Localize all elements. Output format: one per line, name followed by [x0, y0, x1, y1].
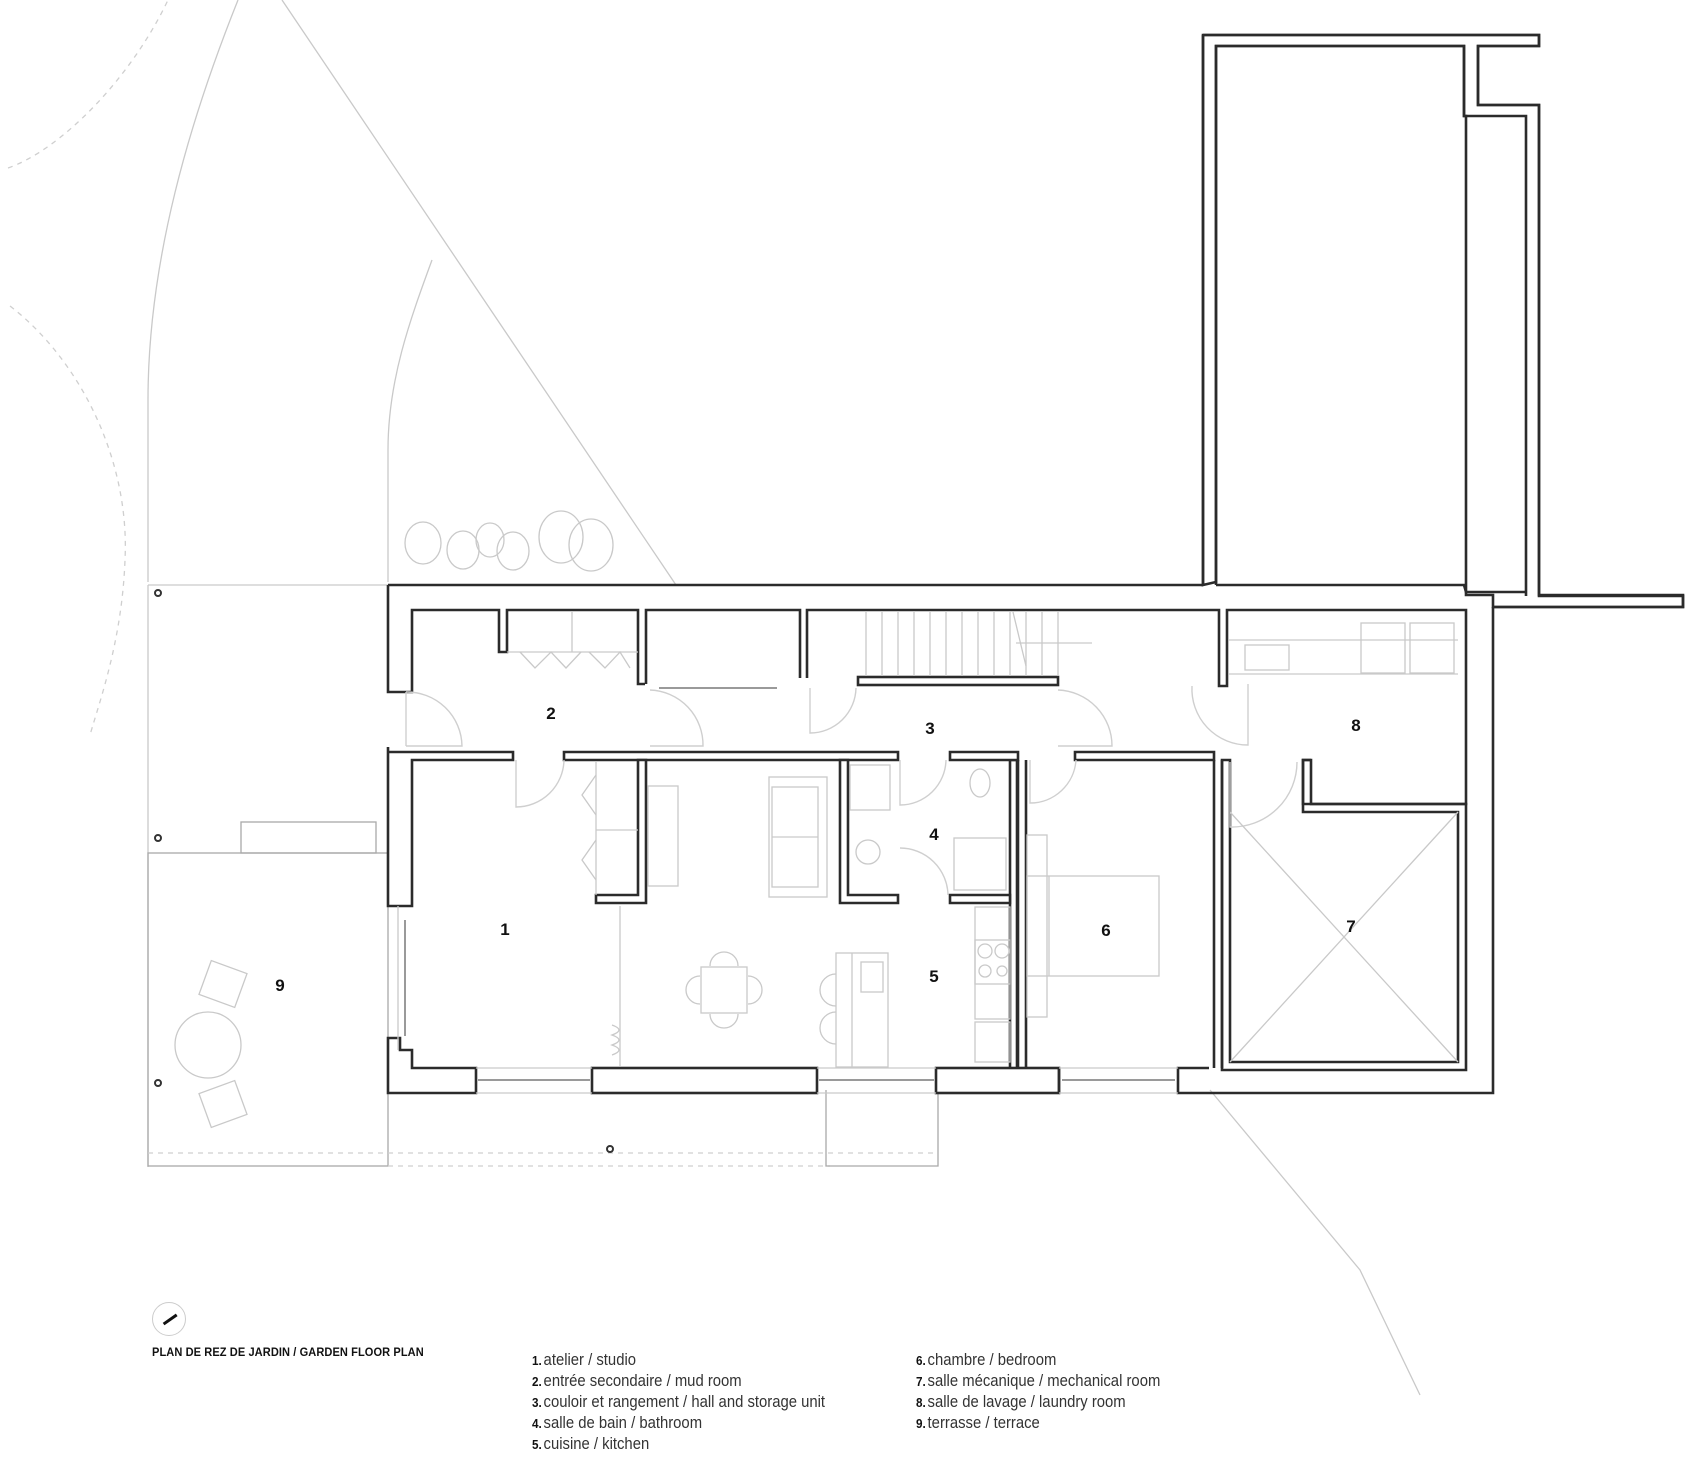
terrace-furniture	[174, 959, 248, 1129]
legend-item: 5.cuisine / kitchen	[532, 1434, 825, 1455]
plan-title: PLAN DE REZ DE JARDIN / GARDEN FLOOR PLA…	[152, 1345, 424, 1359]
room-label-7: 7	[1346, 917, 1356, 936]
legend-item: 8.salle de lavage / laundry room	[916, 1392, 1160, 1413]
room-label-9: 9	[275, 976, 285, 995]
room-label-4: 4	[929, 825, 939, 844]
furniture	[507, 612, 1459, 1068]
legend-item: 9.terrasse / terrace	[916, 1413, 1160, 1434]
room-label-2: 2	[546, 704, 556, 723]
room-label-8: 8	[1351, 716, 1361, 735]
staircase	[865, 611, 1092, 676]
main-walls	[386, 583, 1526, 1095]
room-label-1: 1	[500, 920, 510, 939]
site-post	[154, 589, 162, 597]
legend-label: cuisine / kitchen	[543, 1435, 650, 1453]
legend-item: 2.entrée secondaire / mud room	[532, 1371, 825, 1392]
legend-number: 5.	[532, 1437, 542, 1452]
legend-item: 6.chambre / bedroom	[916, 1350, 1160, 1371]
legend-number: 3.	[532, 1395, 542, 1410]
legend-number: 1.	[532, 1353, 542, 1368]
north-arrow-icon	[152, 1302, 186, 1336]
door-swings	[405, 684, 1298, 896]
legend-right-column: 6.chambre / bedroom 7.salle mécanique / …	[916, 1350, 1187, 1434]
legend-item: 4.salle de bain / bathroom	[532, 1413, 825, 1434]
room-label-6: 6	[1101, 921, 1111, 940]
room-label-3: 3	[925, 719, 935, 738]
site-landscape	[7, 0, 1421, 1396]
room-label-5: 5	[929, 967, 939, 986]
windows	[397, 687, 1178, 1094]
legend-label: chambre / bedroom	[927, 1351, 1057, 1369]
legend-number: 2.	[532, 1374, 542, 1389]
legend-number: 4.	[532, 1416, 542, 1431]
site-post	[606, 1145, 614, 1153]
legend-item: 1.atelier / studio	[532, 1350, 825, 1371]
legend-label: atelier / studio	[543, 1351, 637, 1369]
legend-label: entrée secondaire / mud room	[543, 1372, 742, 1390]
site-post	[154, 1079, 162, 1087]
annex-walls	[1201, 33, 1685, 609]
legend-item: 7.salle mécanique / mechanical room	[916, 1371, 1160, 1392]
legend-label: salle mécanique / mechanical room	[927, 1372, 1161, 1390]
legend-number: 8.	[916, 1395, 926, 1410]
legend-label: salle de bain / bathroom	[543, 1414, 703, 1432]
site-post	[154, 834, 162, 842]
legend-label: terrasse / terrace	[927, 1414, 1040, 1432]
legend-left-column: 1.atelier / studio 2.entrée secondaire /…	[532, 1350, 858, 1455]
legend-item: 3.couloir et rangement / hall and storag…	[532, 1392, 825, 1413]
legend-number: 6.	[916, 1353, 926, 1368]
terrace-area	[147, 589, 939, 1167]
legend-label: salle de lavage / laundry room	[927, 1393, 1126, 1411]
legend-number: 9.	[916, 1416, 926, 1431]
legend-number: 7.	[916, 1374, 926, 1389]
compass-needle	[162, 1313, 178, 1325]
legend-label: couloir et rangement / hall and storage …	[543, 1393, 826, 1411]
shrub-circles	[404, 510, 614, 572]
